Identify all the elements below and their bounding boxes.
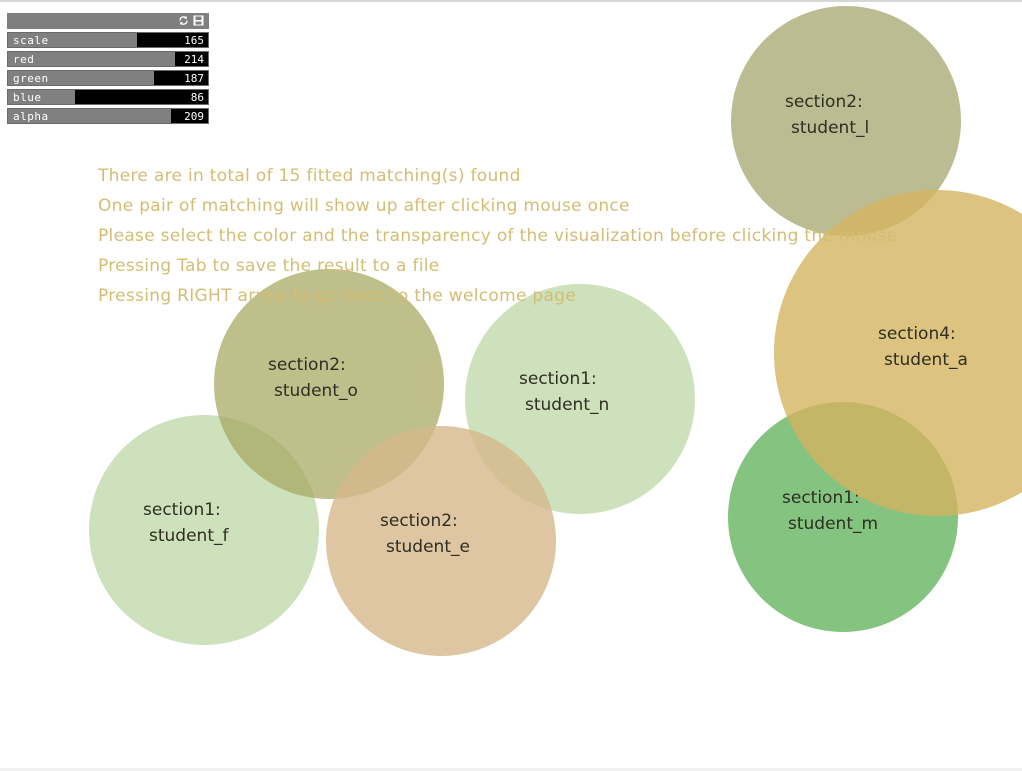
bubble-student-label: student_f — [149, 526, 229, 546]
bubble-section-label: section1: — [782, 488, 860, 508]
green-slider[interactable]: green 187 — [7, 70, 209, 86]
bubble-student-label: student_a — [884, 350, 968, 370]
bubble-section-label: section1: — [143, 500, 221, 520]
blue-slider[interactable]: blue 86 — [7, 89, 209, 105]
bubble-circle[interactable] — [326, 426, 556, 656]
slider-label: red — [13, 53, 35, 66]
slider-value: 86 — [190, 91, 204, 104]
bubble-student-label: student_n — [525, 395, 609, 415]
instruction-line: Pressing RIGHT arrow to go back to the w… — [98, 286, 577, 306]
window-bottom-border — [0, 768, 1022, 771]
slider-value: 165 — [184, 34, 204, 47]
slider-label: blue — [13, 91, 42, 104]
slider-fill[interactable] — [8, 33, 137, 47]
bubble-student-a[interactable]: section4: student_a — [774, 190, 1022, 516]
slider-fill[interactable] — [8, 52, 175, 66]
bubble-circle[interactable] — [465, 284, 695, 514]
bubble-section-label: section1: — [519, 369, 597, 389]
panel-header[interactable] — [7, 13, 209, 29]
slider-label: alpha — [13, 110, 49, 123]
bubble-section-label: section4: — [878, 324, 956, 344]
slider-fill[interactable] — [8, 90, 75, 104]
instructions-block: There are in total of 15 fitted matching… — [98, 164, 897, 314]
bubble-section-label: section2: — [380, 511, 458, 531]
bubble-student-label: student_m — [788, 514, 878, 534]
alpha-slider[interactable]: alpha 209 — [7, 108, 209, 124]
save-icon[interactable] — [193, 15, 204, 26]
bubble-student-e[interactable]: section2: student_e — [326, 426, 556, 656]
slider-value: 209 — [184, 110, 204, 123]
slider-label: scale — [13, 34, 49, 47]
slider-value: 214 — [184, 53, 204, 66]
bubble-student-l[interactable]: section2: student_l — [731, 6, 961, 236]
instruction-line: Pressing Tab to save the result to a fil… — [98, 256, 440, 276]
slider-value: 187 — [184, 72, 204, 85]
bubble-section-label: section2: — [268, 355, 346, 375]
bubble-student-label: student_o — [274, 381, 358, 401]
control-panel: scale 165 red 214 green 187 blue 86 alph… — [7, 13, 209, 124]
slider-label: green — [13, 72, 49, 85]
bubble-circle[interactable] — [774, 190, 1022, 516]
slider-fill[interactable] — [8, 109, 171, 123]
instruction-line: There are in total of 15 fitted matching… — [98, 166, 521, 186]
red-slider[interactable]: red 214 — [7, 51, 209, 67]
scale-slider[interactable]: scale 165 — [7, 32, 209, 48]
instruction-line: One pair of matching will show up after … — [98, 196, 630, 216]
bubble-student-n[interactable]: section1: student_n — [465, 284, 695, 514]
slider-fill[interactable] — [8, 71, 154, 85]
bubble-student-label: student_e — [386, 537, 470, 557]
bubble-section-label: section2: — [785, 92, 863, 112]
window-top-border — [0, 0, 1022, 2]
bubble-circle[interactable] — [731, 6, 961, 236]
instruction-line: Please select the color and the transpar… — [98, 226, 898, 246]
reset-icon[interactable] — [178, 15, 189, 26]
bubble-student-label: student_l — [791, 118, 869, 138]
